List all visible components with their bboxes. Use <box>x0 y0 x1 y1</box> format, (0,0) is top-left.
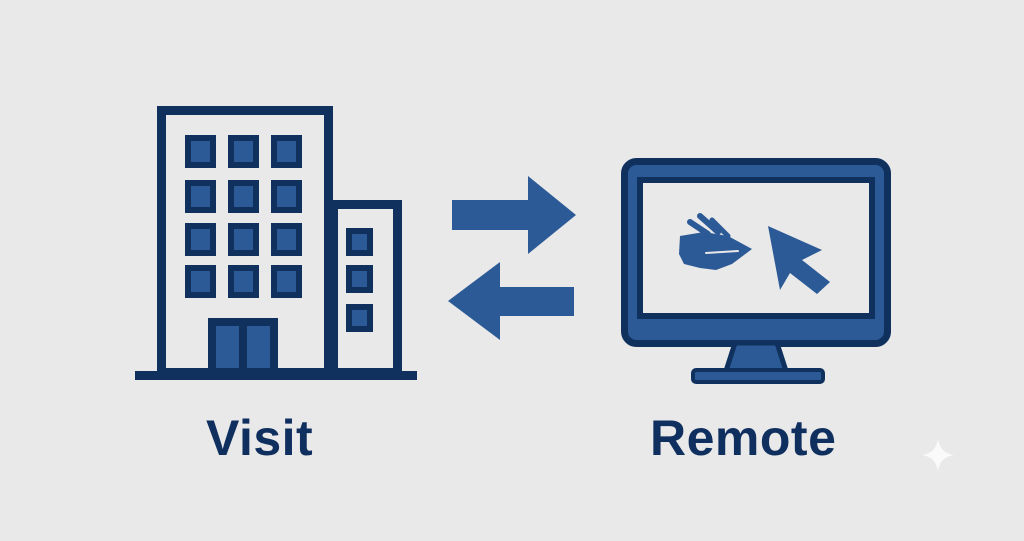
computer-monitor-icon <box>621 158 891 384</box>
arrow-left-icon <box>448 262 574 340</box>
remote-label: Remote <box>650 410 837 466</box>
building-door <box>208 318 278 376</box>
office-building-icon <box>135 106 417 380</box>
arrow-right-icon <box>452 176 576 254</box>
building-windows <box>185 135 373 332</box>
sparkle-icon <box>922 439 954 471</box>
bidirectional-arrows-icon <box>448 176 576 340</box>
mouse-cursor-icon <box>768 226 830 294</box>
visit-label: Visit <box>206 410 314 466</box>
hand-pointing-icon <box>679 213 752 270</box>
